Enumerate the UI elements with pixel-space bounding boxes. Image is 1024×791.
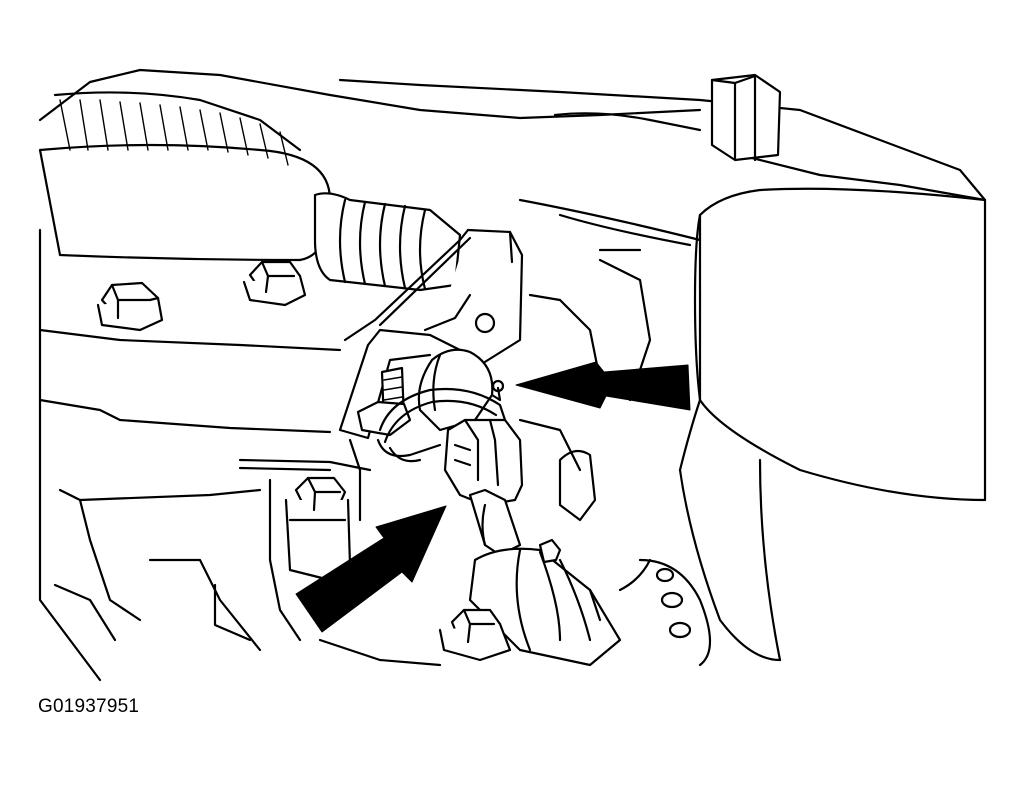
bolt-lower-center [438, 608, 512, 662]
mounting-bracket [338, 228, 524, 440]
lower-hose [468, 538, 652, 667]
arrow-lower-left [295, 505, 447, 633]
block-detail [238, 418, 597, 667]
bolt-center-left [284, 476, 352, 582]
upper-hose [38, 91, 462, 292]
sensor-assembly [356, 348, 524, 557]
cylindrical-housing [638, 187, 987, 667]
top-stud [710, 73, 782, 162]
bolt-upper-left [96, 281, 164, 332]
arrow-upper-right [515, 361, 691, 411]
bolt-upper-middle [242, 260, 307, 307]
figure-code: G01937951 [38, 696, 140, 717]
